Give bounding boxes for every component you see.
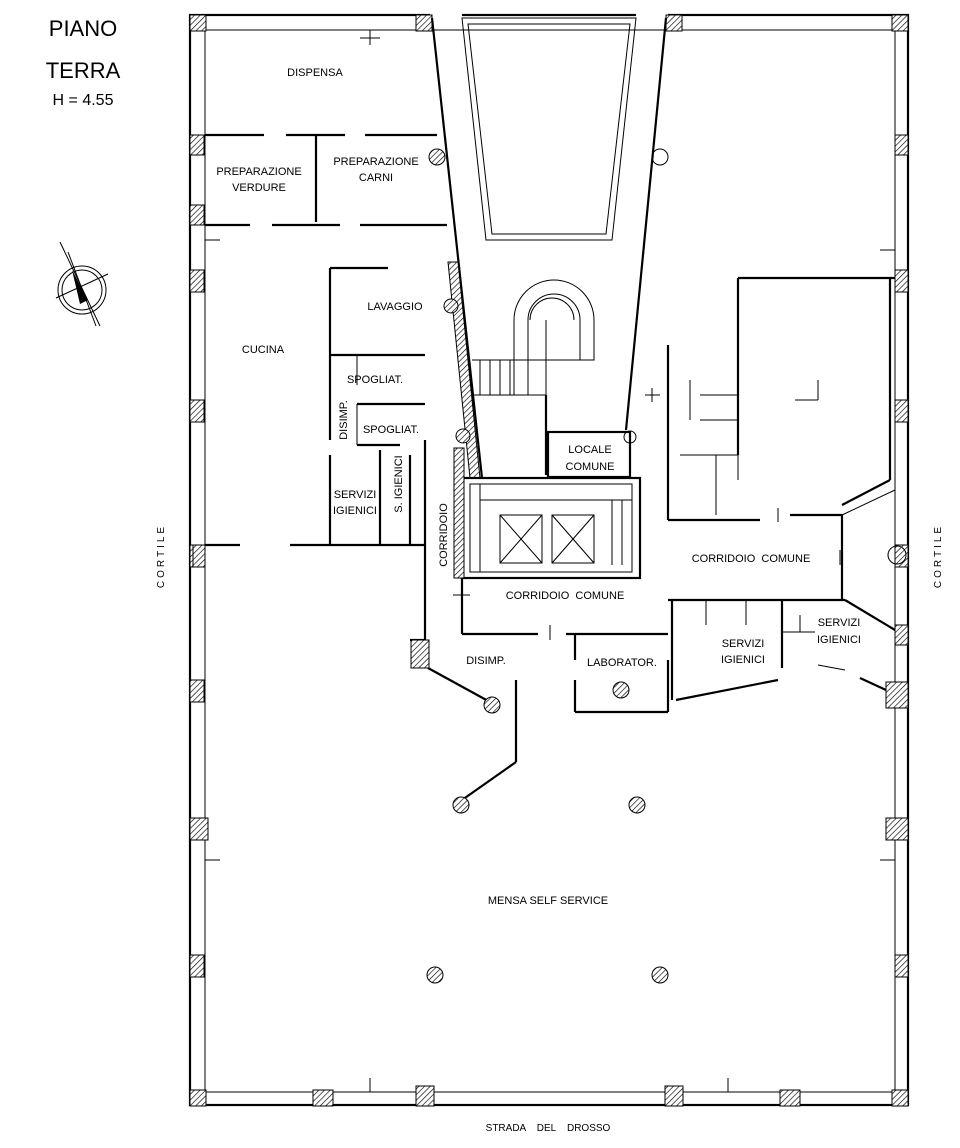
plan-title-floor: PIANO <box>48 16 118 41</box>
label-prep-carni-2: CARNI <box>359 172 393 184</box>
right-offices <box>666 276 907 631</box>
label-corridoio: CORRIDOIO <box>438 503 450 567</box>
round-columns <box>426 148 669 984</box>
lower-services <box>573 600 887 714</box>
label-servizi-2b: IGIENICI <box>721 654 765 666</box>
label-servizi-1a: SERVIZI <box>334 489 377 501</box>
label-servizi-2a: SERVIZI <box>722 638 765 650</box>
disimp-walls <box>427 667 518 801</box>
label-cucina: CUCINA <box>242 344 285 356</box>
north-arrow-icon <box>55 241 109 327</box>
label-prep-verdure-2: VERDURE <box>232 182 286 194</box>
label-prep-carni-1: PREPARAZIONE <box>333 156 418 168</box>
label-dispensa: DISPENSA <box>287 67 343 79</box>
label-disimp-vertical: DISIMP. <box>338 400 350 440</box>
light-well <box>430 17 668 479</box>
label-prep-verdure-1: PREPARAZIONE <box>216 166 301 178</box>
label-spogliat-2: SPOGLIAT. <box>363 424 419 436</box>
door-marks <box>205 30 895 1092</box>
label-disimp: DISIMP. <box>466 655 506 667</box>
label-servizi-3b: IGIENICI <box>817 634 861 646</box>
plan-title-height: H = 4.55 <box>52 92 114 109</box>
stair-core <box>460 476 642 580</box>
corridoio-walls <box>453 447 845 636</box>
label-laborator: LABORATOR. <box>587 657 657 669</box>
label-locale-comune-2: COMUNE <box>566 461 615 473</box>
label-lavaggio: LAVAGGIO <box>367 301 423 313</box>
label-mensa: MENSA SELF SERVICE <box>488 895 608 907</box>
surrounding-labels: CORTILE CORTILE STRADA DEL DROSSO <box>156 524 944 1134</box>
label-cortile-right: CORTILE <box>933 524 944 588</box>
label-s-igienici: S. IGIENICI <box>393 455 405 512</box>
plan-title-level: TERRA <box>45 58 121 83</box>
spiral-stair <box>472 279 595 475</box>
room-labels: DISPENSA PREPARAZIONE VERDURE PREPARAZIO… <box>216 67 861 907</box>
kitchen-partitions <box>192 133 447 669</box>
label-spogliat-1: SPOGLIAT. <box>347 374 403 386</box>
label-corridoio-comune-1: CORRIDOIO COMUNE <box>692 553 811 565</box>
label-servizi-1b: IGIENICI <box>333 505 377 517</box>
label-street: STRADA DEL DROSSO <box>486 1123 611 1134</box>
label-locale-comune-1: LOCALE <box>568 444 611 456</box>
label-cortile-left: CORTILE <box>156 524 167 588</box>
label-servizi-3a: SERVIZI <box>818 617 861 629</box>
label-corridoio-comune-2: CORRIDOIO COMUNE <box>506 590 625 602</box>
